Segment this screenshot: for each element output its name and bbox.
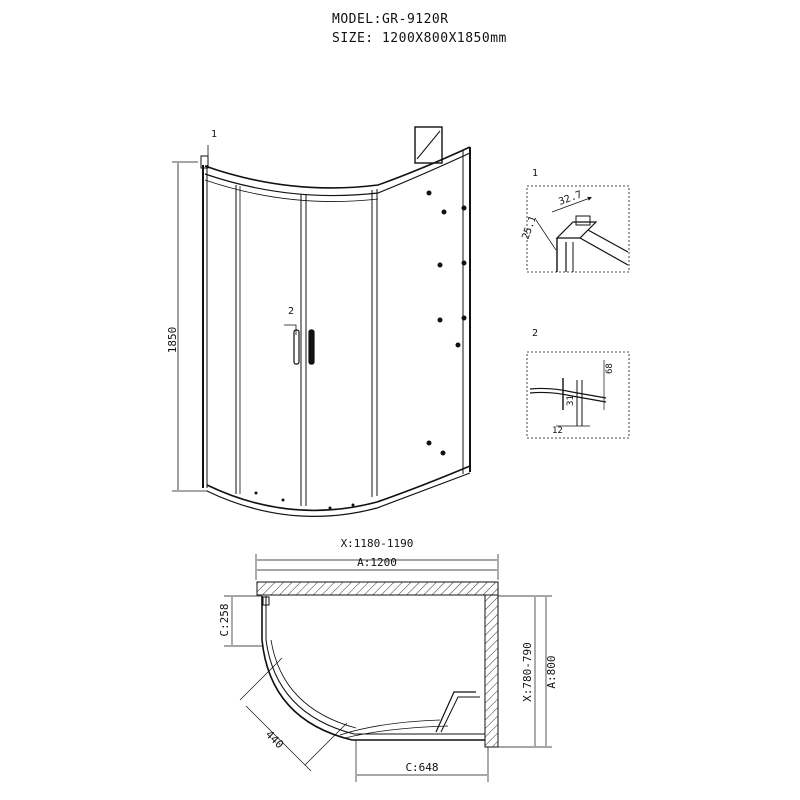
height-dimension: 1850 bbox=[166, 327, 179, 354]
plan-x-width: X:1180-1190 bbox=[341, 537, 414, 550]
detail-2-label: 2 bbox=[532, 328, 538, 339]
plan-c-bottom: C:648 bbox=[405, 761, 438, 774]
front-callout-1: 1 bbox=[211, 129, 217, 140]
plan-diagonal: 440 bbox=[263, 728, 286, 751]
model-label: MODEL:GR-9120R bbox=[332, 12, 449, 27]
plan-view bbox=[224, 554, 552, 782]
detail-1-label: 1 bbox=[532, 168, 538, 179]
plan-x-depth: X:780-790 bbox=[521, 642, 534, 702]
plan-a-depth: A:800 bbox=[545, 655, 558, 688]
detail-1 bbox=[526, 185, 630, 273]
plan-a-width: A:1200 bbox=[357, 556, 397, 569]
detail-2 bbox=[526, 351, 630, 439]
detail-2-dim-c: 12 bbox=[552, 426, 563, 436]
size-label: SIZE: 1200X800X1850mm bbox=[332, 31, 507, 46]
front-view bbox=[172, 126, 471, 517]
detail-1-dim-b: 25.1 bbox=[520, 215, 539, 241]
detail-2-dim-b: 31 bbox=[566, 395, 576, 406]
detail-2-dim-a: 68 bbox=[605, 363, 615, 374]
plan-c-left: C:258 bbox=[218, 603, 231, 636]
front-callout-2: 2 bbox=[288, 306, 294, 317]
